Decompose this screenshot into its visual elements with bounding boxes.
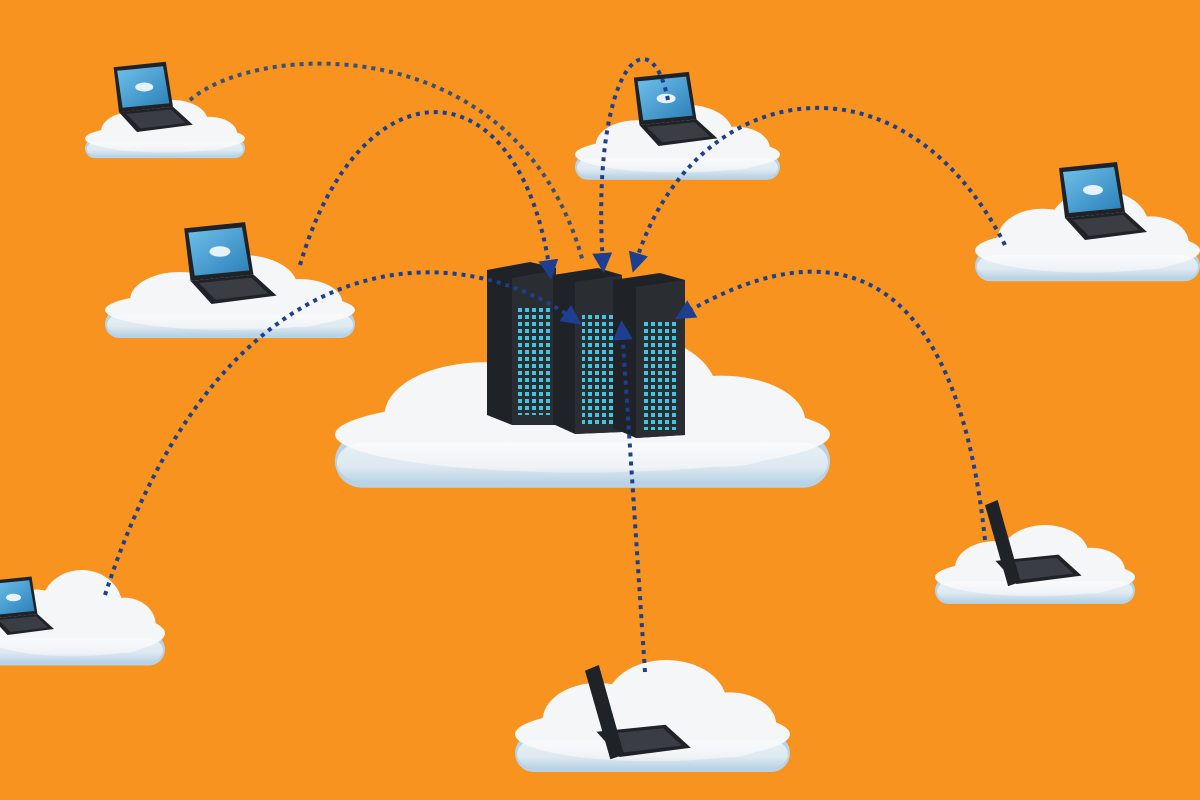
laptop-icon xyxy=(585,665,691,760)
connection-arc xyxy=(628,105,1007,273)
connection-arc xyxy=(592,57,670,273)
laptop-icon xyxy=(0,576,54,635)
connection-arc xyxy=(103,270,582,596)
cloud-icon xyxy=(85,100,245,159)
connection-arc xyxy=(675,269,987,541)
server-rack-icon xyxy=(553,268,622,434)
server-cluster xyxy=(487,262,685,438)
connection-arc xyxy=(188,61,585,263)
laptop-icon xyxy=(1059,162,1147,240)
connection-arc xyxy=(298,110,559,280)
server-rack-icon xyxy=(487,262,556,425)
cloud-icon xyxy=(515,660,790,773)
laptop-icon xyxy=(184,222,277,304)
laptop-icon xyxy=(985,500,1082,587)
server-rack-icon xyxy=(613,273,685,438)
laptop-icon xyxy=(633,71,718,146)
laptop-icon xyxy=(113,61,193,132)
connection-arc xyxy=(612,320,647,673)
